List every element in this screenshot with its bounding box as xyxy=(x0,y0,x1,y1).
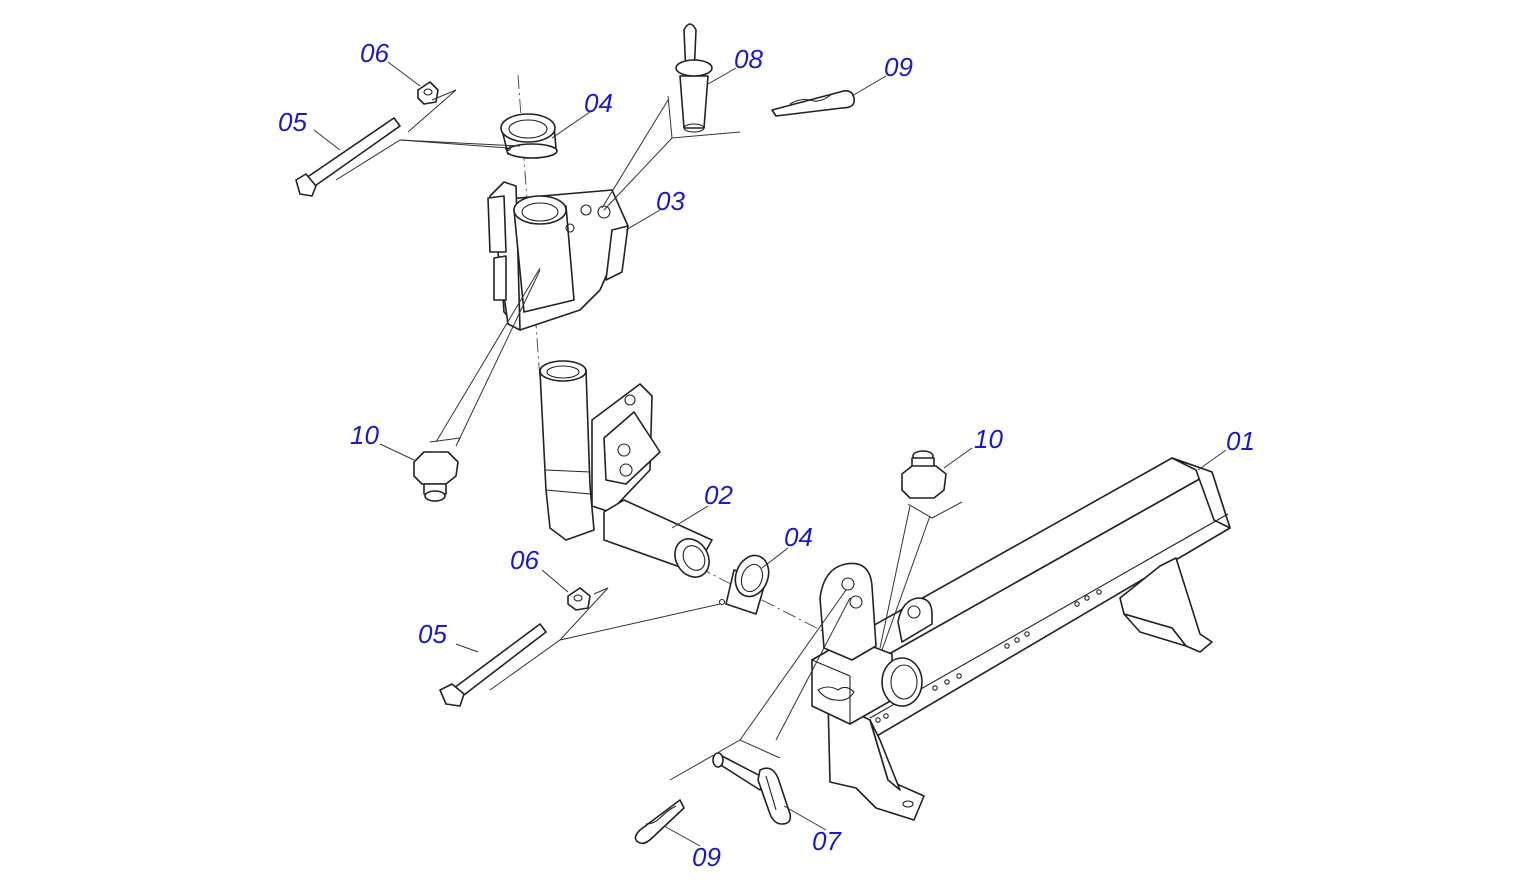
callout-08: 08 xyxy=(734,44,763,74)
beam-holes xyxy=(875,589,1102,723)
callout-10-left: 10 xyxy=(350,420,379,450)
part-05-bolt-lower xyxy=(439,623,547,707)
callout-04-top: 04 xyxy=(584,88,613,118)
part-09-clip-lower xyxy=(634,799,685,845)
callout-05-lower: 05 xyxy=(418,619,447,649)
callout-01: 01 xyxy=(1226,426,1255,456)
callout-05-top: 05 xyxy=(278,107,307,137)
callout-02: 02 xyxy=(704,480,733,510)
part-07-pin xyxy=(712,752,792,825)
part-05-bolt-top xyxy=(295,117,401,197)
leader-lines xyxy=(313,61,1227,847)
callout-04-lower: 04 xyxy=(784,522,813,552)
part-10-grease-fitting-right xyxy=(901,450,947,499)
part-06-nut-top xyxy=(417,81,439,105)
part-01-main-beam xyxy=(811,457,1231,821)
callout-09-top: 09 xyxy=(884,52,913,82)
callout-10-right: 10 xyxy=(974,424,1003,454)
callout-07: 07 xyxy=(812,826,842,856)
callout-06-top: 06 xyxy=(360,38,389,68)
part-10-grease-fitting-left xyxy=(413,451,459,502)
part-08-pin xyxy=(675,23,713,133)
callout-03: 03 xyxy=(656,186,685,216)
callout-labels: 01 02 03 04 04 05 05 06 06 07 08 09 09 1… xyxy=(278,38,1255,872)
part-09-clip-top xyxy=(771,90,856,117)
callout-09-lower: 09 xyxy=(692,842,721,872)
part-04-bushing-lower xyxy=(718,554,770,615)
callout-06-lower: 06 xyxy=(510,545,539,575)
part-06-nut-lower xyxy=(567,587,591,611)
part-03-bracket xyxy=(487,181,629,331)
part-04-bushing-top xyxy=(500,113,558,159)
part-02-swing-arm xyxy=(539,360,713,578)
